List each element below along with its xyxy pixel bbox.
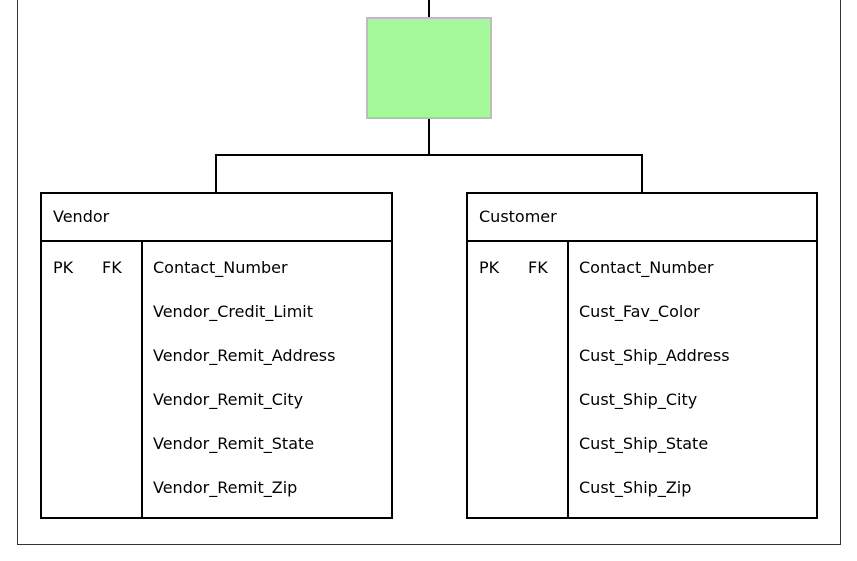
field-list: Contact_Number Cust_Fav_Color Cust_Ship_… (569, 242, 816, 517)
field-item: Contact_Number (579, 258, 714, 277)
fk-label: FK (528, 258, 548, 277)
connector-right-down (641, 154, 643, 193)
pk-label: PK (53, 258, 74, 277)
field-item: Cust_Ship_Address (579, 346, 730, 365)
entity-customer[interactable]: Customer PK FK Contact_Number Cust_Fav_C… (466, 192, 818, 519)
connector-left-down (215, 154, 217, 193)
entity-title: Vendor (53, 207, 110, 226)
field-item: Cust_Fav_Color (579, 302, 700, 321)
entity-header: Customer (468, 194, 816, 242)
fk-label: FK (102, 258, 122, 277)
entity-header: Vendor (42, 194, 391, 242)
field-list: Contact_Number Vendor_Credit_Limit Vendo… (143, 242, 391, 517)
connector-parent-down (428, 118, 430, 156)
parent-entity-box[interactable] (366, 17, 492, 119)
key-column: PK FK (468, 242, 569, 517)
key-column: PK FK (42, 242, 143, 517)
field-item: Cust_Ship_City (579, 390, 698, 409)
entity-vendor[interactable]: Vendor PK FK Contact_Number Vendor_Credi… (40, 192, 393, 519)
field-item: Vendor_Remit_Zip (153, 478, 298, 497)
field-item: Vendor_Remit_Address (153, 346, 336, 365)
field-item: Vendor_Remit_City (153, 390, 304, 409)
field-item: Vendor_Credit_Limit (153, 302, 313, 321)
field-item: Cust_Ship_State (579, 434, 709, 453)
field-item: Contact_Number (153, 258, 288, 277)
diagram-frame (17, 0, 841, 545)
field-item: Cust_Ship_Zip (579, 478, 692, 497)
connector-horizontal (215, 154, 643, 156)
entity-title: Customer (479, 207, 557, 226)
pk-label: PK (479, 258, 500, 277)
connector-top (428, 0, 430, 18)
field-item: Vendor_Remit_State (153, 434, 315, 453)
